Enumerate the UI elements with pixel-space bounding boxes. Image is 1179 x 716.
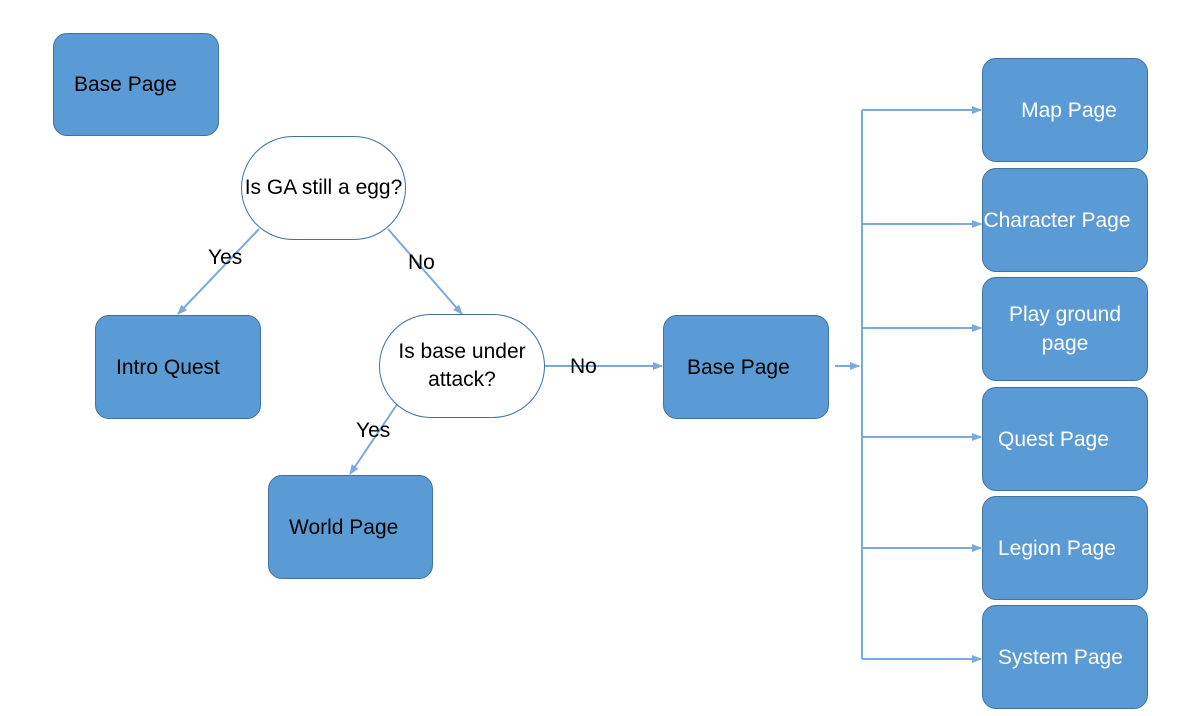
edge-egg-to-attack [387, 228, 463, 315]
map-page-box: Map Page [982, 58, 1148, 162]
legend-base-page-label: Base Page [74, 73, 177, 96]
edge-label-attack-yes: Yes [356, 419, 391, 442]
intro-quest-box: Intro Quest [95, 315, 261, 419]
base-page-label: Base Page [687, 355, 790, 379]
edge-egg-to-intro [177, 228, 260, 315]
decision-egg: Is GA still a egg? [241, 136, 406, 240]
edge-label-attack-no: No [570, 355, 597, 378]
legion-page-label: Legion Page [998, 536, 1116, 560]
decision-attack-label: Is base under attack? [398, 340, 526, 391]
edge-label-egg-no: No [408, 251, 435, 274]
map-page-label: Map Page [1021, 98, 1117, 122]
system-page-label: System Page [998, 645, 1123, 669]
decision-attack: Is base under attack? [379, 314, 545, 418]
base-page-box: Base Page [663, 315, 829, 419]
world-page-label: World Page [289, 515, 399, 539]
edge-attack-to-world [349, 402, 399, 475]
play-ground-page-label: Play ground page [1008, 303, 1122, 355]
legion-page-box: Legion Page [982, 496, 1148, 600]
world-page-box: World Page [268, 475, 433, 579]
decision-egg-label: Is GA still a egg? [244, 176, 403, 199]
play-ground-page-box: Play ground page [982, 277, 1148, 381]
intro-quest-label: Intro Quest [116, 355, 220, 379]
quest-page-label: Quest Page [998, 427, 1109, 451]
system-page-box: System Page [982, 605, 1148, 709]
character-page-box: Character Page [982, 168, 1148, 272]
legend-base-page-box: Base Page [53, 33, 219, 136]
quest-page-box: Quest Page [982, 387, 1148, 491]
character-page-label: Character Page [983, 208, 1131, 232]
edge-label-egg-yes: Yes [208, 246, 243, 269]
